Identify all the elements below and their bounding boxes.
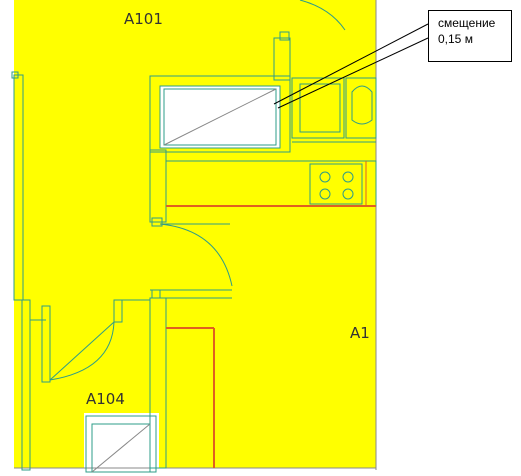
sink-unit: [291, 77, 377, 143]
window-block: [149, 31, 291, 223]
callout-line-1: смещение: [438, 16, 496, 30]
partition-wall: [113, 289, 232, 469]
callout-line-2: 0,15 м: [438, 32, 473, 46]
offset-callout: смещение 0,15 м: [428, 10, 512, 62]
door-arc-top: [299, 0, 346, 31]
room-a104-cutout: [84, 413, 159, 476]
room-label-a104: A104: [86, 390, 125, 408]
door-middle: [151, 217, 233, 299]
door-a104: [30, 305, 115, 383]
room-label-a101: A101: [124, 10, 163, 28]
room-label-a1: A1: [350, 324, 370, 342]
kitchen-counter: [165, 160, 377, 207]
left-wall: [11, 71, 31, 471]
callout-leader: [273, 23, 429, 109]
shaft-a104: [85, 415, 157, 473]
